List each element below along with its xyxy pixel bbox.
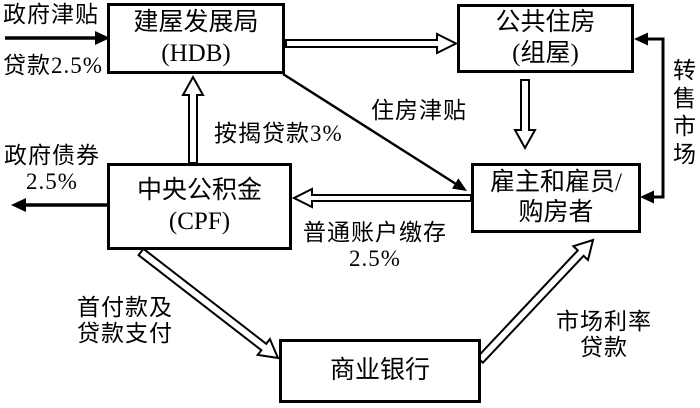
govt-bonds-label: 政府债券 2.5% bbox=[4, 143, 100, 195]
buyers-to-cpf-arrow bbox=[291, 187, 472, 209]
buyers-box: 雇主和雇员/ 购房者 bbox=[471, 163, 641, 233]
bank-to-buyers-arrow bbox=[475, 238, 595, 365]
hdb-to-public-housing-arrow bbox=[285, 32, 459, 55]
cpf-to-hdb-arrow bbox=[181, 74, 205, 164]
housing-subsidy-arrow bbox=[282, 72, 467, 191]
housing-subsidy-label: 住房津贴 bbox=[371, 98, 467, 123]
mortgage-rate-label: 按揭贷款3% bbox=[214, 121, 343, 146]
cpf-to-bank-arrow bbox=[137, 247, 280, 360]
ordinary-account-label: 普通账户缴存 2.5% bbox=[303, 220, 447, 272]
public-housing-box: 公共住房 (组屋) bbox=[457, 4, 634, 73]
resale-market-arrow bbox=[634, 32, 665, 204]
govt-subsidy-label: 政府津贴 bbox=[3, 2, 99, 27]
cpf-box: 中央公积金 (CPF) bbox=[107, 163, 292, 250]
resale-market-label: 转售市场 bbox=[669, 58, 695, 170]
hdb-box: 建屋发展局 (HDB) bbox=[107, 3, 285, 74]
public-housing-to-buyers-arrow bbox=[513, 79, 537, 151]
govt-bonds-arrow bbox=[11, 198, 108, 212]
bank-box: 商业银行 bbox=[279, 339, 481, 403]
govt-subsidy-arrow bbox=[5, 31, 110, 45]
downpayment-label: 首付款及 贷款支付 bbox=[77, 295, 173, 347]
loan-rate-label: 贷款2.5% bbox=[3, 53, 103, 78]
market-rate-loan-label: 市场利率 贷款 bbox=[556, 309, 652, 361]
